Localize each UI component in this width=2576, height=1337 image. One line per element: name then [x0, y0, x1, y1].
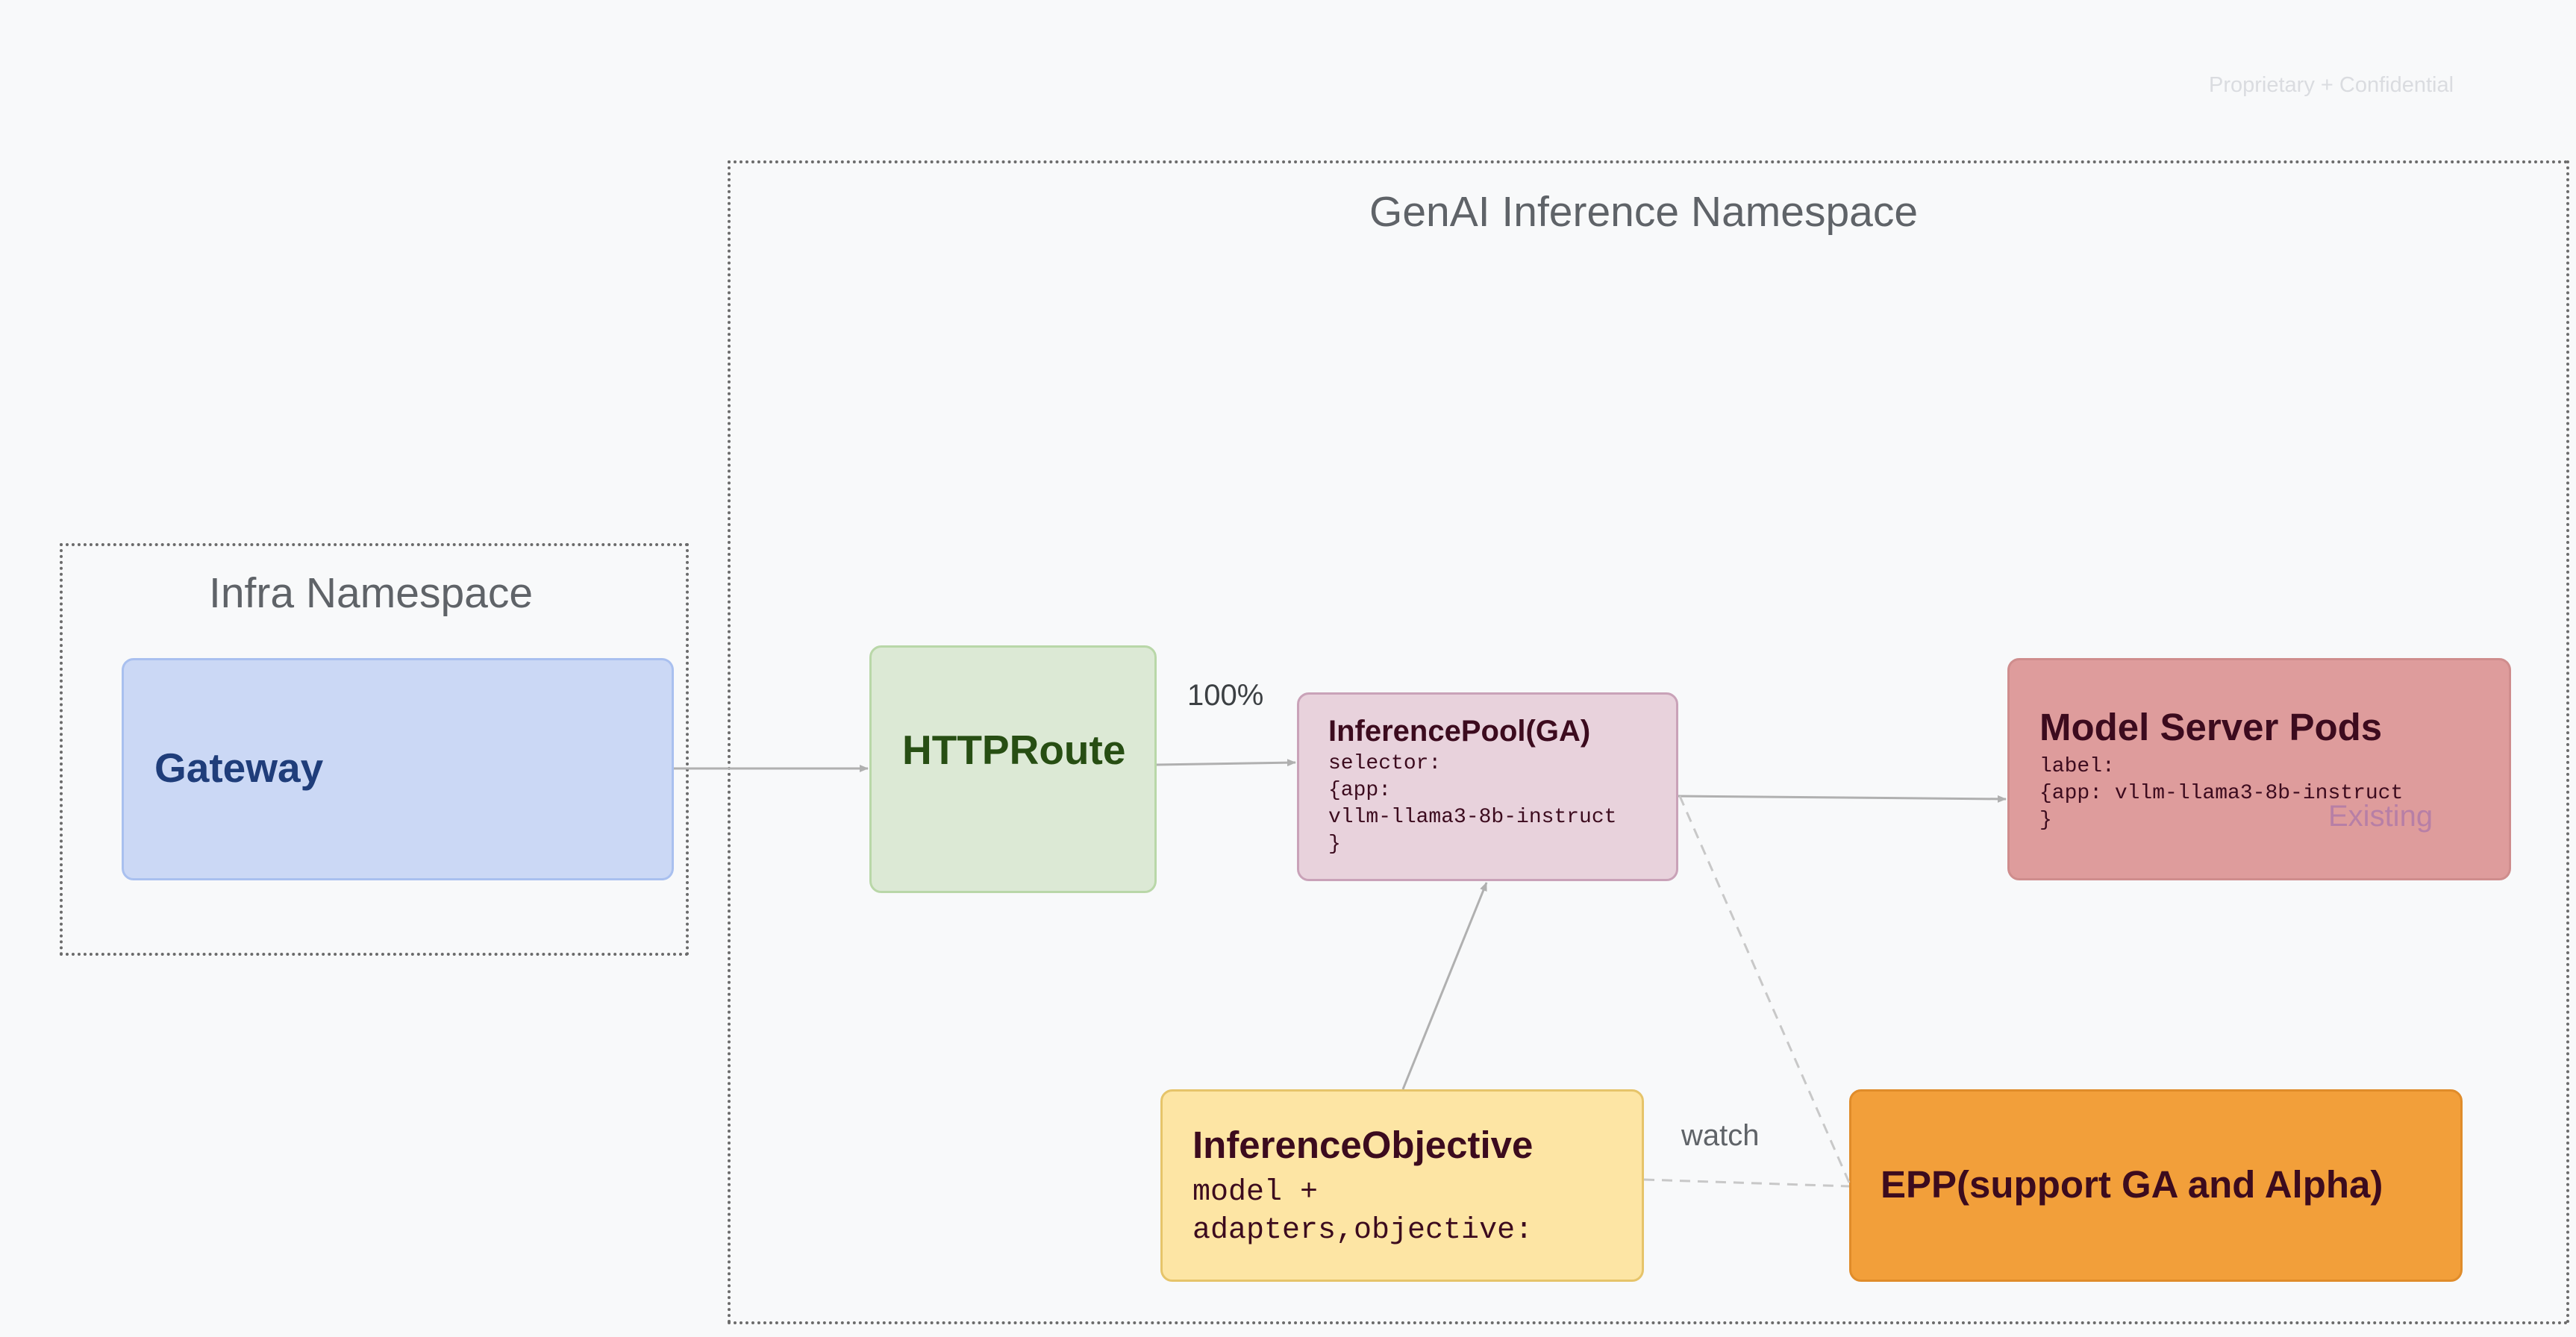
inference-pool-node[interactable]	[1297, 692, 1678, 881]
model-server-pods-label: label: {app: vllm-llama3-8b-instruct }	[2039, 755, 2404, 832]
inference-objective-title: InferenceObjective	[1192, 1124, 1534, 1166]
model-server-pods-node[interactable]	[2007, 658, 2511, 880]
gateway-title: Gateway	[154, 745, 324, 791]
model-server-pods-title: Model Server Pods	[2039, 706, 2383, 748]
infra-namespace-title: Infra Namespace	[209, 569, 534, 617]
existing-tag: Existing	[2328, 800, 2433, 833]
httproute-title: HTTPRoute	[902, 727, 1126, 773]
route-weight-label: 100%	[1187, 679, 1264, 712]
edge-epp-to-objective-dashed	[1643, 1178, 1850, 1188]
epp-title: EPP(support GA and Alpha)	[1881, 1163, 2383, 1206]
epp-node[interactable]	[1849, 1089, 2463, 1282]
edge-objective-to-pool	[1401, 882, 1488, 1090]
inference-objective-body: model + adapters,objective:	[1192, 1176, 1534, 1247]
genai-namespace-box	[728, 160, 2569, 1324]
inference-pool-selector: selector: {app: vllm-llama3-8b-instruct …	[1328, 752, 1617, 856]
edge-pool-to-pods	[1678, 795, 2007, 803]
watch-label: watch	[1681, 1119, 1760, 1152]
inference-objective-node[interactable]	[1160, 1089, 1644, 1282]
infra-namespace-box	[60, 543, 689, 956]
genai-namespace-title: GenAI Inference Namespace	[1369, 188, 1919, 236]
gateway-node[interactable]	[122, 658, 674, 880]
confidential-label: Proprietary + Confidential	[2209, 73, 2454, 97]
edge-httproute-to-pool	[1156, 759, 1296, 767]
httproute-node[interactable]	[869, 645, 1157, 893]
inference-pool-title: InferencePool(GA)	[1328, 715, 1591, 748]
